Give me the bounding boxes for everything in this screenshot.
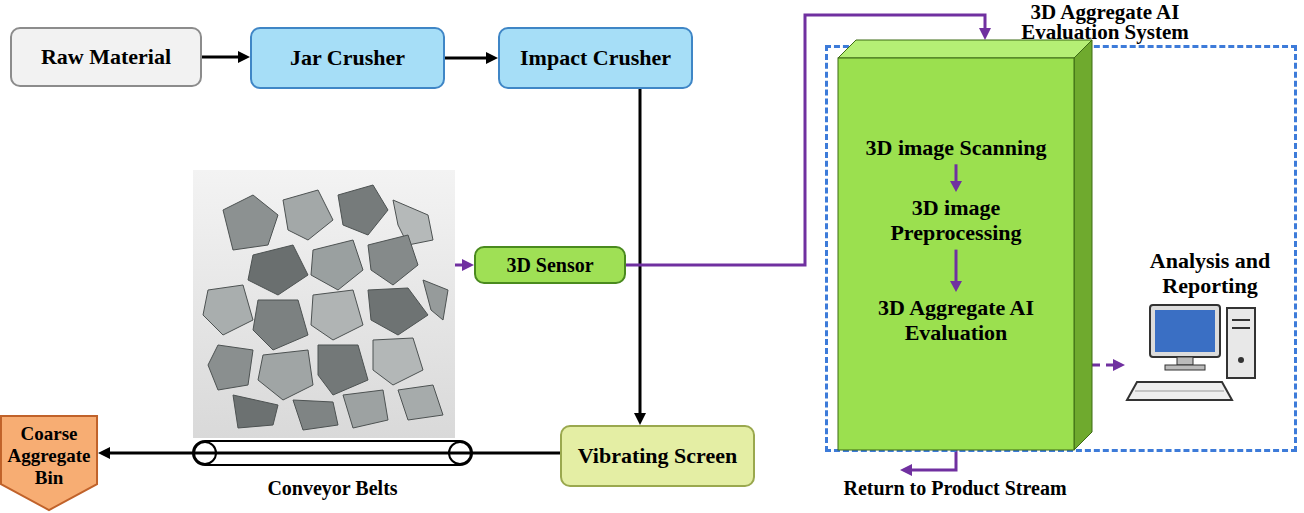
bin-outline xyxy=(1,416,97,510)
box-side-face xyxy=(1074,40,1092,450)
box-top-face xyxy=(838,40,1092,58)
caption-label: Conveyor Belts xyxy=(193,477,472,500)
connector-line xyxy=(445,57,486,60)
flow-connector xyxy=(98,447,560,459)
tower-slot xyxy=(1232,319,1250,321)
flow-connector xyxy=(1092,359,1125,371)
flow-connector xyxy=(634,89,646,425)
evaluation-block: 3D image Scanning 3D image Preprocessing 3… xyxy=(838,40,1092,450)
return-arrow xyxy=(900,450,956,476)
flow-connector xyxy=(445,52,498,64)
step-label: 3D image Preprocessing xyxy=(871,195,1041,246)
output-bin: Coarse Aggregate Bin xyxy=(0,415,98,511)
node-heading: Analysis and Reporting xyxy=(1125,248,1295,299)
step-arrow xyxy=(955,164,958,182)
box-front-face xyxy=(838,58,1074,450)
connector-line xyxy=(1092,364,1113,367)
input-box: Raw Material xyxy=(10,27,202,87)
arrowhead xyxy=(1113,359,1125,371)
step-label: 3D Aggregate AI Evaluation xyxy=(861,295,1051,346)
arrowhead xyxy=(486,52,498,64)
step-arrowhead xyxy=(950,181,962,192)
monitor-stand xyxy=(1177,357,1193,365)
screen xyxy=(1155,310,1215,352)
step-label: 3D image Scanning xyxy=(846,135,1066,160)
system-region: 3D Aggregate AI Evaluation System3D imag… xyxy=(825,45,1297,452)
arrowhead xyxy=(634,413,646,425)
arrowhead xyxy=(98,447,110,459)
tower-slot xyxy=(1232,327,1250,329)
region-heading: 3D Aggregate AI Evaluation System xyxy=(1000,2,1210,42)
keyboard xyxy=(1127,382,1232,400)
node-label: Jar Crusher xyxy=(290,45,405,70)
tower xyxy=(1227,308,1255,378)
computer-icon xyxy=(1125,300,1295,408)
arrowhead xyxy=(238,51,250,63)
node-label: 3D Sensor xyxy=(506,254,593,277)
caption-label: Return to Product Stream xyxy=(800,477,1110,500)
tower-button xyxy=(1238,357,1244,363)
computer-node: Analysis and Reporting xyxy=(1125,248,1295,408)
node-label: Impact Crusher xyxy=(520,45,671,70)
node-label: Vibrating Screen xyxy=(578,443,738,468)
monitor-base xyxy=(1165,365,1205,370)
process-box: Vibrating Screen xyxy=(560,425,755,487)
flow-connector xyxy=(202,51,250,63)
process-box: Impact Crusher xyxy=(498,27,693,89)
process-box: Jar Crusher xyxy=(250,27,445,89)
step-arrowhead xyxy=(950,281,962,292)
keyboard-keys xyxy=(1135,391,1224,392)
step-arrow xyxy=(955,250,958,282)
arrowhead xyxy=(979,28,991,40)
connector-line xyxy=(110,452,560,455)
connector-line xyxy=(202,56,238,59)
connector-line xyxy=(639,89,642,413)
aggregate-photo xyxy=(193,170,455,438)
monitor xyxy=(1150,305,1220,357)
sensor-arrow xyxy=(455,259,474,271)
node-label: Raw Material xyxy=(41,44,171,69)
sensor-box: 3D Sensor xyxy=(474,246,626,284)
node-label: Coarse Aggregate Bin xyxy=(4,423,94,489)
